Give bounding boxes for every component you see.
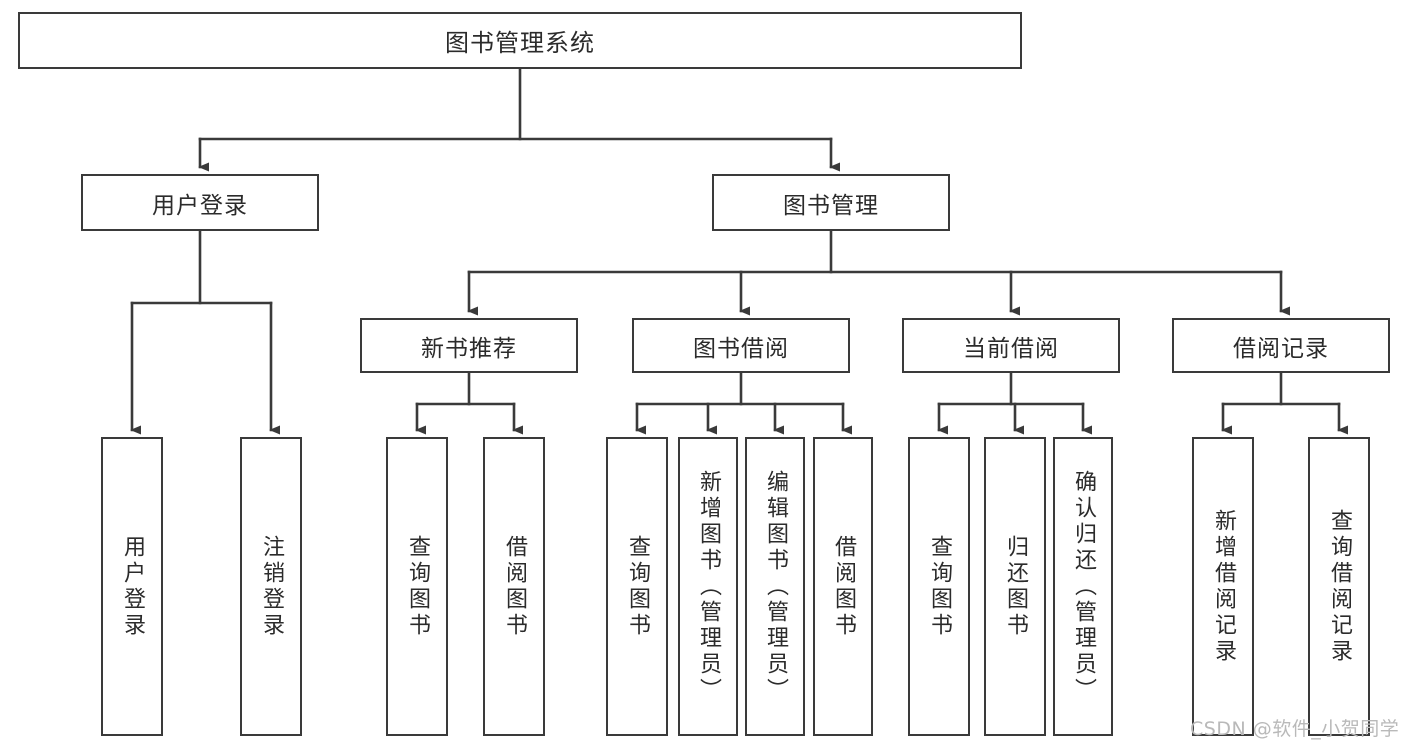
node-root-label: 图书管理系统 [445,29,595,57]
node-leaf-user-login[interactable]: 用户登录 [101,437,163,736]
node-book-borrow[interactable]: 图书借阅 [632,318,850,373]
node-leaf-add-borrow-record-label: 新增借阅记录 [1211,508,1236,665]
node-leaf-user-login-label: 用户登录 [120,534,145,639]
node-leaf-query-book-recommend[interactable]: 查询图书 [386,437,448,736]
node-new-book-recommend[interactable]: 新书推荐 [360,318,578,373]
node-leaf-confirm-return-label: 确认归还（管理员） [1071,469,1096,704]
watermark: CSDN @软件_小贺同学 [1190,718,1400,740]
node-user-login-label: 用户登录 [152,192,248,219]
node-leaf-borrow-book[interactable]: 借阅图书 [813,437,873,736]
node-leaf-edit-book-label: 编辑图书（管理员） [763,469,788,704]
node-borrow-record[interactable]: 借阅记录 [1172,318,1390,373]
node-leaf-query-book-current-label: 查询图书 [927,534,952,639]
node-leaf-add-book-label: 新增图书（管理员） [696,469,721,704]
node-leaf-query-book-borrow[interactable]: 查询图书 [606,437,668,736]
node-leaf-borrow-book-recommend[interactable]: 借阅图书 [483,437,545,736]
node-leaf-borrow-book-recommend-label: 借阅图书 [502,534,527,639]
node-leaf-edit-book[interactable]: 编辑图书（管理员） [745,437,805,736]
node-leaf-query-borrow-record[interactable]: 查询借阅记录 [1308,437,1370,736]
node-book-borrow-label: 图书借阅 [693,335,789,362]
node-new-book-recommend-label: 新书推荐 [421,335,517,362]
node-current-borrow-label: 当前借阅 [963,335,1059,362]
node-leaf-return-book[interactable]: 归还图书 [984,437,1046,736]
node-leaf-add-book[interactable]: 新增图书（管理员） [678,437,738,736]
node-root[interactable]: 图书管理系统 [18,12,1022,69]
node-leaf-confirm-return[interactable]: 确认归还（管理员） [1053,437,1113,736]
node-book-manage[interactable]: 图书管理 [712,174,950,231]
node-leaf-logout[interactable]: 注销登录 [240,437,302,736]
node-user-login[interactable]: 用户登录 [81,174,319,231]
node-leaf-query-book-current[interactable]: 查询图书 [908,437,970,736]
node-book-manage-label: 图书管理 [783,192,879,219]
node-current-borrow[interactable]: 当前借阅 [902,318,1120,373]
node-leaf-return-book-label: 归还图书 [1003,534,1028,639]
node-leaf-query-book-borrow-label: 查询图书 [625,534,650,639]
node-leaf-query-book-recommend-label: 查询图书 [405,534,430,639]
node-leaf-borrow-book-label: 借阅图书 [831,534,856,639]
node-leaf-logout-label: 注销登录 [259,534,284,639]
node-borrow-record-label: 借阅记录 [1233,335,1329,362]
node-leaf-add-borrow-record[interactable]: 新增借阅记录 [1192,437,1254,736]
node-leaf-query-borrow-record-label: 查询借阅记录 [1327,508,1352,665]
